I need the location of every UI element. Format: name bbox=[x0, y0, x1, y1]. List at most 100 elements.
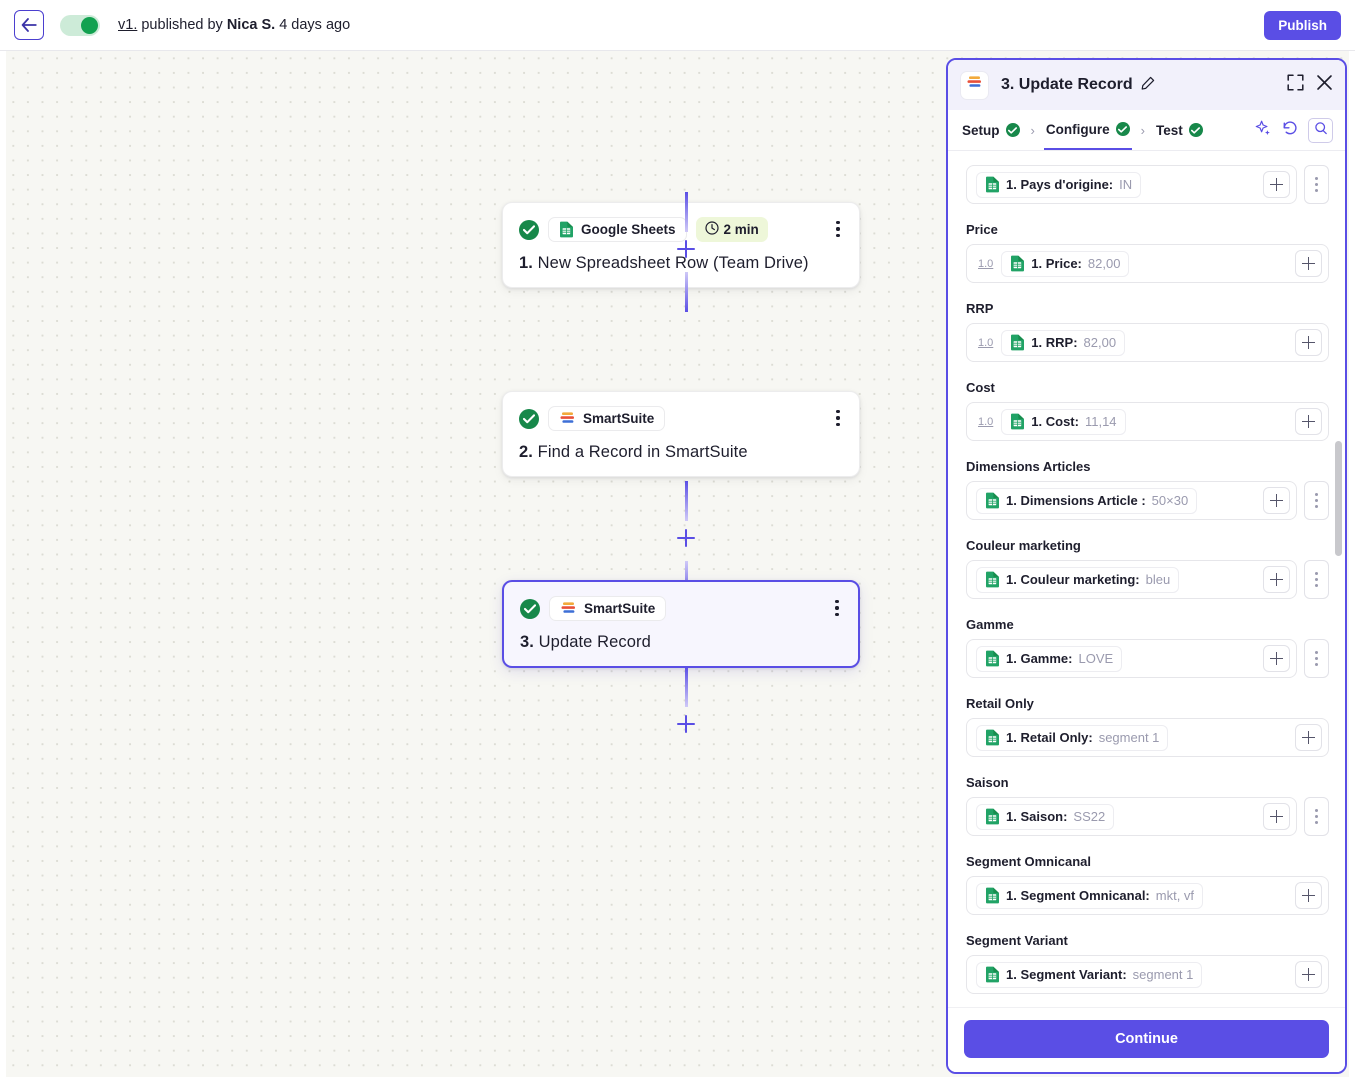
workflow-node-3[interactable]: SmartSuite 3. Update Record bbox=[502, 580, 860, 668]
field-row: 1. Saison:SS22 bbox=[966, 797, 1329, 836]
edit-title-button[interactable] bbox=[1141, 76, 1155, 95]
variable-token[interactable]: 1. Couleur marketing:bleu bbox=[976, 566, 1180, 593]
add-step-button-1[interactable] bbox=[675, 238, 697, 260]
variable-token[interactable]: 1. Price:82,00 bbox=[1001, 250, 1130, 277]
field-options-button[interactable] bbox=[1304, 560, 1329, 599]
add-step-button-3[interactable] bbox=[675, 713, 697, 735]
search-icon bbox=[1314, 121, 1328, 140]
continue-button[interactable]: Continue bbox=[964, 1020, 1329, 1058]
variable-token[interactable]: 1. Saison:SS22 bbox=[976, 803, 1115, 830]
workflow-enabled-toggle[interactable] bbox=[60, 14, 100, 36]
tab-complete-icon bbox=[1188, 123, 1203, 137]
variable-token[interactable]: 1. Segment Omnicanal:mkt, vf bbox=[976, 882, 1204, 909]
token-value: mkt, vf bbox=[1155, 888, 1195, 903]
variable-token[interactable]: 1. Cost:11,14 bbox=[1001, 408, 1126, 435]
google-sheets-icon bbox=[985, 966, 1000, 983]
version-link[interactable]: v1. bbox=[118, 17, 138, 33]
add-variable-button[interactable] bbox=[1295, 408, 1322, 435]
node-duration-chip: 2 min bbox=[695, 217, 768, 242]
field-options-button[interactable] bbox=[1304, 481, 1329, 520]
token-label: 1. Gamme: bbox=[1006, 651, 1073, 666]
token-label: 1. Pays d'origine: bbox=[1006, 177, 1114, 192]
expand-panel-button[interactable] bbox=[1287, 74, 1304, 96]
tab-configure[interactable]: Configure bbox=[1043, 110, 1132, 150]
field-input[interactable]: 1. Pays d'origine:IN bbox=[966, 165, 1297, 204]
field-options-button[interactable] bbox=[1304, 797, 1329, 836]
back-button[interactable] bbox=[14, 10, 44, 40]
add-variable-button[interactable] bbox=[1295, 329, 1322, 356]
field-row: 1. Segment Omnicanal:mkt, vf bbox=[966, 876, 1329, 915]
close-panel-button[interactable] bbox=[1316, 74, 1333, 96]
add-variable-button[interactable] bbox=[1295, 882, 1322, 909]
variable-token[interactable]: 1. RRP:82,00 bbox=[1001, 329, 1126, 356]
add-variable-button[interactable] bbox=[1263, 171, 1290, 198]
refresh-button[interactable] bbox=[1281, 119, 1299, 142]
node-menu-button[interactable] bbox=[829, 219, 847, 239]
field-row: 1. Pays d'origine:IN bbox=[966, 165, 1329, 204]
node-header: SmartSuite bbox=[520, 596, 842, 621]
tab-setup[interactable]: Setup bbox=[960, 110, 1022, 150]
node-menu-button[interactable] bbox=[829, 408, 847, 428]
field-input[interactable]: 1. Segment Omnicanal:mkt, vf bbox=[966, 876, 1329, 915]
google-sheets-icon bbox=[985, 492, 1000, 509]
ai-assist-button[interactable] bbox=[1254, 119, 1272, 142]
field-input[interactable]: 1. Saison:SS22 bbox=[966, 797, 1297, 836]
variable-token[interactable]: 1. Pays d'origine:IN bbox=[976, 171, 1142, 198]
close-icon bbox=[1316, 74, 1333, 96]
add-variable-button[interactable] bbox=[1295, 961, 1322, 988]
node-app-chip: SmartSuite bbox=[548, 406, 666, 431]
plus-icon bbox=[1302, 968, 1315, 981]
field-row: 1. Retail Only:segment 1 bbox=[966, 718, 1329, 757]
node-menu-button[interactable] bbox=[828, 598, 846, 618]
add-step-button-2[interactable] bbox=[675, 527, 697, 549]
plus-icon bbox=[1270, 178, 1283, 191]
field-group: 1. Pays d'origine:IN bbox=[966, 157, 1329, 204]
field-options-button[interactable] bbox=[1304, 165, 1329, 204]
workflow-node-2[interactable]: SmartSuite 2. Find a Record in SmartSuit… bbox=[502, 391, 860, 477]
panel-scrollbar-thumb[interactable] bbox=[1335, 441, 1342, 556]
ai-sparkle-icon bbox=[1254, 119, 1272, 142]
field-label: Segment Omnicanal bbox=[966, 854, 1091, 869]
field-input[interactable]: 1. Retail Only:segment 1 bbox=[966, 718, 1329, 757]
panel-tabs: Setup › Configure › Test bbox=[948, 110, 1345, 151]
tab-test[interactable]: Test bbox=[1154, 110, 1205, 150]
plus-icon bbox=[1270, 810, 1283, 823]
field-input[interactable]: 1.0 1. RRP:82,00 bbox=[966, 323, 1329, 362]
node-header: Google Sheets 2 min bbox=[519, 217, 843, 242]
add-variable-button[interactable] bbox=[1295, 250, 1322, 277]
smartsuite-icon bbox=[560, 601, 577, 616]
search-button[interactable] bbox=[1308, 117, 1333, 143]
field-options-button[interactable] bbox=[1304, 639, 1329, 678]
add-variable-button[interactable] bbox=[1263, 566, 1290, 593]
expand-icon bbox=[1287, 74, 1304, 96]
publish-button[interactable]: Publish bbox=[1264, 11, 1341, 40]
variable-token[interactable]: 1. Dimensions Article :50×30 bbox=[976, 487, 1198, 514]
token-value: 50×30 bbox=[1151, 493, 1189, 508]
field-input[interactable]: 1. Dimensions Article :50×30 bbox=[966, 481, 1297, 520]
field-input[interactable]: 1. Couleur marketing:bleu bbox=[966, 560, 1297, 599]
node-header: SmartSuite bbox=[519, 406, 843, 431]
add-variable-button[interactable] bbox=[1263, 487, 1290, 514]
field-input[interactable]: 1. Gamme:LOVE bbox=[966, 639, 1297, 678]
token-value: bleu bbox=[1145, 572, 1171, 587]
google-sheets-icon bbox=[985, 808, 1000, 825]
google-sheets-icon bbox=[985, 729, 1000, 746]
variable-token[interactable]: 1. Segment Variant:segment 1 bbox=[976, 961, 1203, 988]
add-variable-button[interactable] bbox=[1295, 724, 1322, 751]
variable-token[interactable]: 1. Retail Only:segment 1 bbox=[976, 724, 1169, 751]
field-label: Couleur marketing bbox=[966, 538, 1081, 553]
add-variable-button[interactable] bbox=[1263, 803, 1290, 830]
arrow-left-icon bbox=[21, 18, 37, 32]
add-variable-button[interactable] bbox=[1263, 645, 1290, 672]
variable-token[interactable]: 1. Gamme:LOVE bbox=[976, 645, 1123, 672]
workflow-node-1[interactable]: Google Sheets 2 min 1. New Spreadsheet R… bbox=[502, 202, 860, 288]
field-input[interactable]: 1. Segment Variant:segment 1 bbox=[966, 955, 1329, 994]
panel-header: 3. Update Record bbox=[948, 60, 1345, 110]
number-type-badge: 1.0 bbox=[978, 336, 994, 349]
